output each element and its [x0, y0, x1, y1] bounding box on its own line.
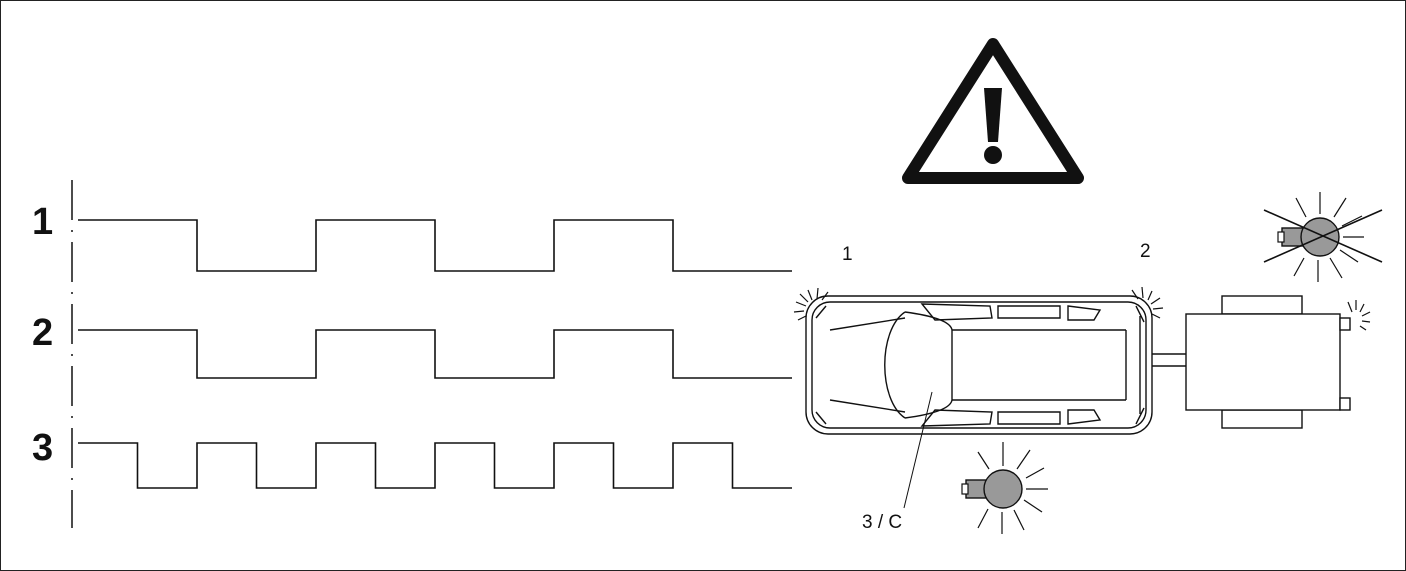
trailer: [1185, 295, 1351, 429]
signal-label-2: 2: [32, 312, 53, 354]
lamp-flashing-icon: [961, 442, 1048, 534]
waveform-3: [78, 442, 792, 489]
flash-rays-front-left-icon: [793, 287, 829, 321]
car-top-view: [805, 295, 1153, 509]
flash-rays-front-right-icon: [1131, 286, 1164, 319]
signal-label-3: 3: [32, 427, 53, 469]
waveforms: [78, 219, 792, 489]
signal-label-1: 1: [32, 201, 53, 243]
waveform-1: [78, 219, 792, 272]
flash-rays-trailer-icon: [1347, 300, 1371, 331]
warning-triangle-icon: [902, 38, 1084, 184]
front-right-label: 2: [1140, 241, 1151, 262]
waveform-2: [78, 329, 792, 379]
lamp-failed-icon: [1263, 192, 1383, 282]
front-left-label: 1: [842, 244, 853, 265]
tow-bar: [1152, 353, 1186, 367]
center-label: 3 / C: [862, 512, 902, 533]
